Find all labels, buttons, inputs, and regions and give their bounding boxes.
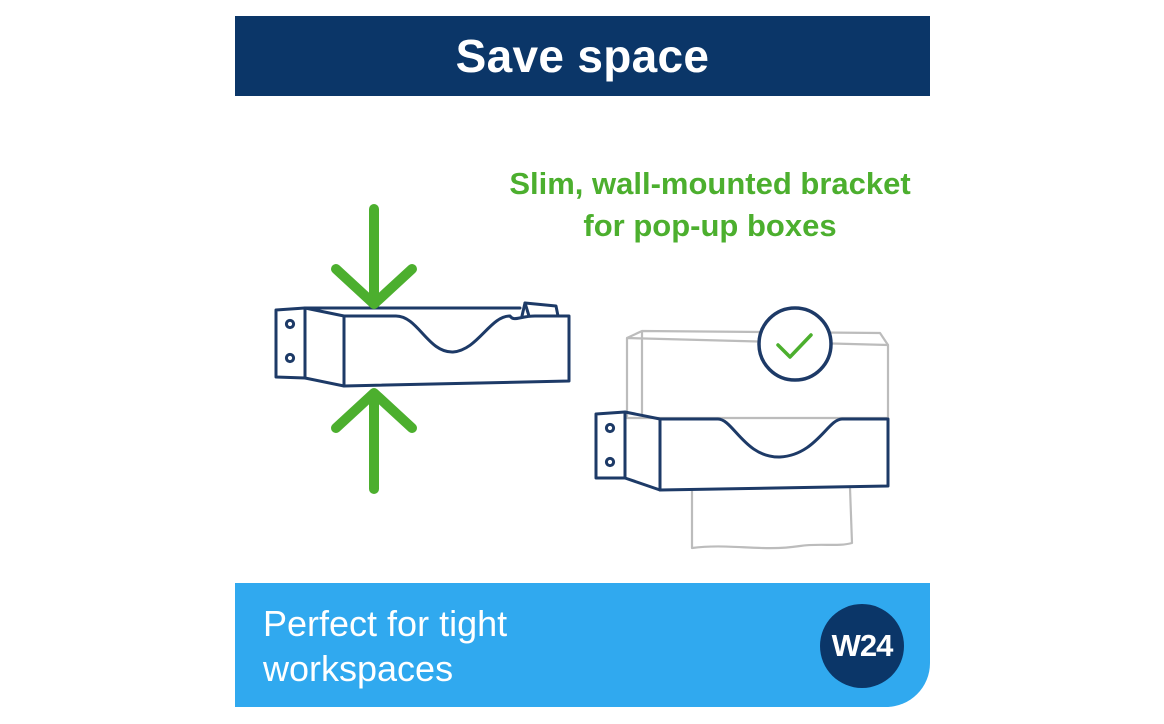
page-title: Save space bbox=[455, 30, 710, 82]
slim-bracket-drawing bbox=[274, 301, 571, 388]
checkmark-icon bbox=[776, 333, 813, 359]
footer-tagline: Perfect for tight workspaces bbox=[263, 601, 507, 691]
feature-headline-line-2: for pop-up boxes bbox=[583, 208, 837, 243]
box-in-bracket-drawing bbox=[594, 306, 890, 550]
footer-tagline-line-1: Perfect for tight bbox=[263, 603, 508, 644]
footer-tagline-line-2: workspaces bbox=[263, 648, 454, 689]
product-code-label: W24 bbox=[831, 628, 894, 663]
check-badge bbox=[757, 306, 833, 382]
feature-headline: Slim, wall-mounted bracket for pop-up bo… bbox=[420, 163, 1000, 247]
feature-headline-line-1: Slim, wall-mounted bracket bbox=[509, 166, 911, 201]
header-banner: Save space bbox=[235, 16, 930, 96]
product-code-badge: W24 bbox=[820, 604, 904, 688]
arrow-down-icon bbox=[331, 204, 417, 309]
footer-banner: Perfect for tight workspaces W24 bbox=[235, 583, 930, 707]
arrow-up-icon bbox=[331, 388, 417, 494]
